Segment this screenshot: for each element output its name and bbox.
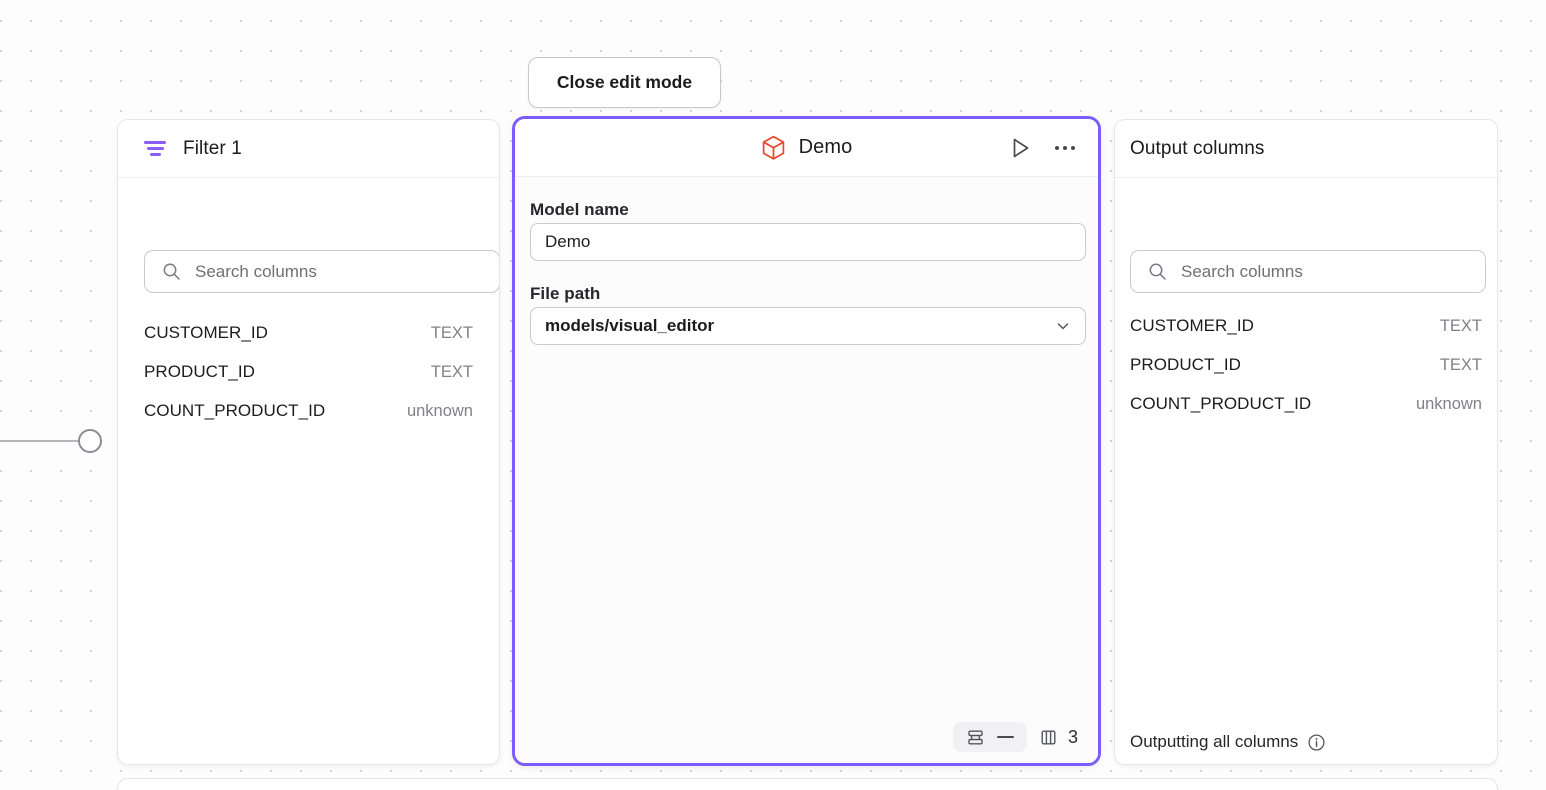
output-columns-panel[interactable]: Output columns Search columns CUSTOMER_I… xyxy=(1114,119,1498,765)
output-search-placeholder: Search columns xyxy=(1181,261,1303,281)
output-search-input[interactable]: Search columns xyxy=(1130,250,1486,293)
column-name: PRODUCT_ID xyxy=(1130,355,1242,374)
model-name-value: Demo xyxy=(545,232,591,251)
ellipsis-icon[interactable] xyxy=(1050,133,1080,163)
search-icon xyxy=(163,263,180,280)
close-edit-mode-button[interactable]: Close edit mode xyxy=(528,57,721,108)
demo-panel-actions xyxy=(1005,119,1080,177)
model-name-label: Model name xyxy=(530,200,629,219)
filter-panel-body: Search columns CUSTOMER_ID TEXT PRODUCT_… xyxy=(118,178,499,764)
model-name-field[interactable]: Demo xyxy=(530,223,1086,261)
filter-node-panel[interactable]: Filter 1 Search columns CUSTOMER_ID TEXT… xyxy=(117,119,500,765)
filter-icon xyxy=(144,140,166,157)
table-row[interactable]: COUNT_PRODUCT_ID unknown xyxy=(1130,394,1482,433)
file-path-value: models/visual_editor xyxy=(545,316,715,335)
output-footer-text: Outputting all columns xyxy=(1130,732,1299,751)
model-node-panel[interactable]: Demo Model name Demo File path models/vi… xyxy=(512,116,1101,766)
cube-icon xyxy=(762,135,784,160)
filter-panel-title: Filter 1 xyxy=(183,137,242,159)
column-type: unknown xyxy=(1415,395,1482,413)
column-type: TEXT xyxy=(1439,356,1482,374)
column-count-group[interactable]: 3 xyxy=(1039,727,1084,748)
connector-edge xyxy=(0,440,80,442)
row-count-group[interactable] xyxy=(952,722,1027,752)
column-count-value: 3 xyxy=(1067,726,1078,747)
column-type: TEXT xyxy=(430,363,473,381)
table-row[interactable]: PRODUCT_ID TEXT xyxy=(144,362,473,401)
output-panel-footer: Outputting all columns xyxy=(1130,732,1326,752)
rows-icon xyxy=(968,730,983,745)
filter-column-list: CUSTOMER_ID TEXT PRODUCT_ID TEXT COUNT_P… xyxy=(144,323,473,440)
column-name: PRODUCT_ID xyxy=(144,362,256,381)
output-panel-title: Output columns xyxy=(1130,137,1265,159)
demo-panel-footer: 3 xyxy=(952,722,1084,752)
row-count-value-dash xyxy=(996,736,1014,738)
table-row[interactable]: COUNT_PRODUCT_ID unknown xyxy=(144,401,473,440)
filter-panel-header: Filter 1 xyxy=(118,120,499,178)
table-row[interactable]: CUSTOMER_ID TEXT xyxy=(144,323,473,362)
output-panel-header: Output columns xyxy=(1115,120,1497,178)
file-path-label: File path xyxy=(530,284,601,303)
columns-icon xyxy=(1041,730,1056,745)
column-type: TEXT xyxy=(430,324,473,342)
demo-panel-body: Model name Demo File path models/visual_… xyxy=(515,177,1098,763)
column-name: COUNT_PRODUCT_ID xyxy=(1130,394,1312,413)
play-icon[interactable] xyxy=(1005,133,1035,163)
connector-handle[interactable] xyxy=(78,429,102,453)
column-name: COUNT_PRODUCT_ID xyxy=(144,401,326,420)
table-row[interactable]: PRODUCT_ID TEXT xyxy=(1130,355,1482,394)
file-path-select[interactable]: models/visual_editor xyxy=(530,307,1086,345)
demo-panel-title: Demo xyxy=(798,136,853,158)
table-row[interactable]: CUSTOMER_ID TEXT xyxy=(1130,316,1482,355)
column-name: CUSTOMER_ID xyxy=(144,323,268,342)
chevron-down-icon xyxy=(1057,323,1069,330)
info-icon[interactable] xyxy=(1307,733,1326,752)
search-icon xyxy=(1149,263,1166,280)
column-type: unknown xyxy=(406,402,473,420)
filter-search-input[interactable]: Search columns xyxy=(144,250,499,293)
output-column-list: CUSTOMER_ID TEXT PRODUCT_ID TEXT COUNT_P… xyxy=(1130,316,1482,433)
column-name: CUSTOMER_ID xyxy=(1130,316,1254,335)
filter-search-placeholder: Search columns xyxy=(195,261,317,281)
output-panel-body: Search columns CUSTOMER_ID TEXT PRODUCT_… xyxy=(1115,178,1497,764)
column-type: TEXT xyxy=(1439,317,1482,335)
next-node-panel[interactable] xyxy=(117,778,1498,790)
demo-panel-header: Demo xyxy=(515,119,1098,177)
